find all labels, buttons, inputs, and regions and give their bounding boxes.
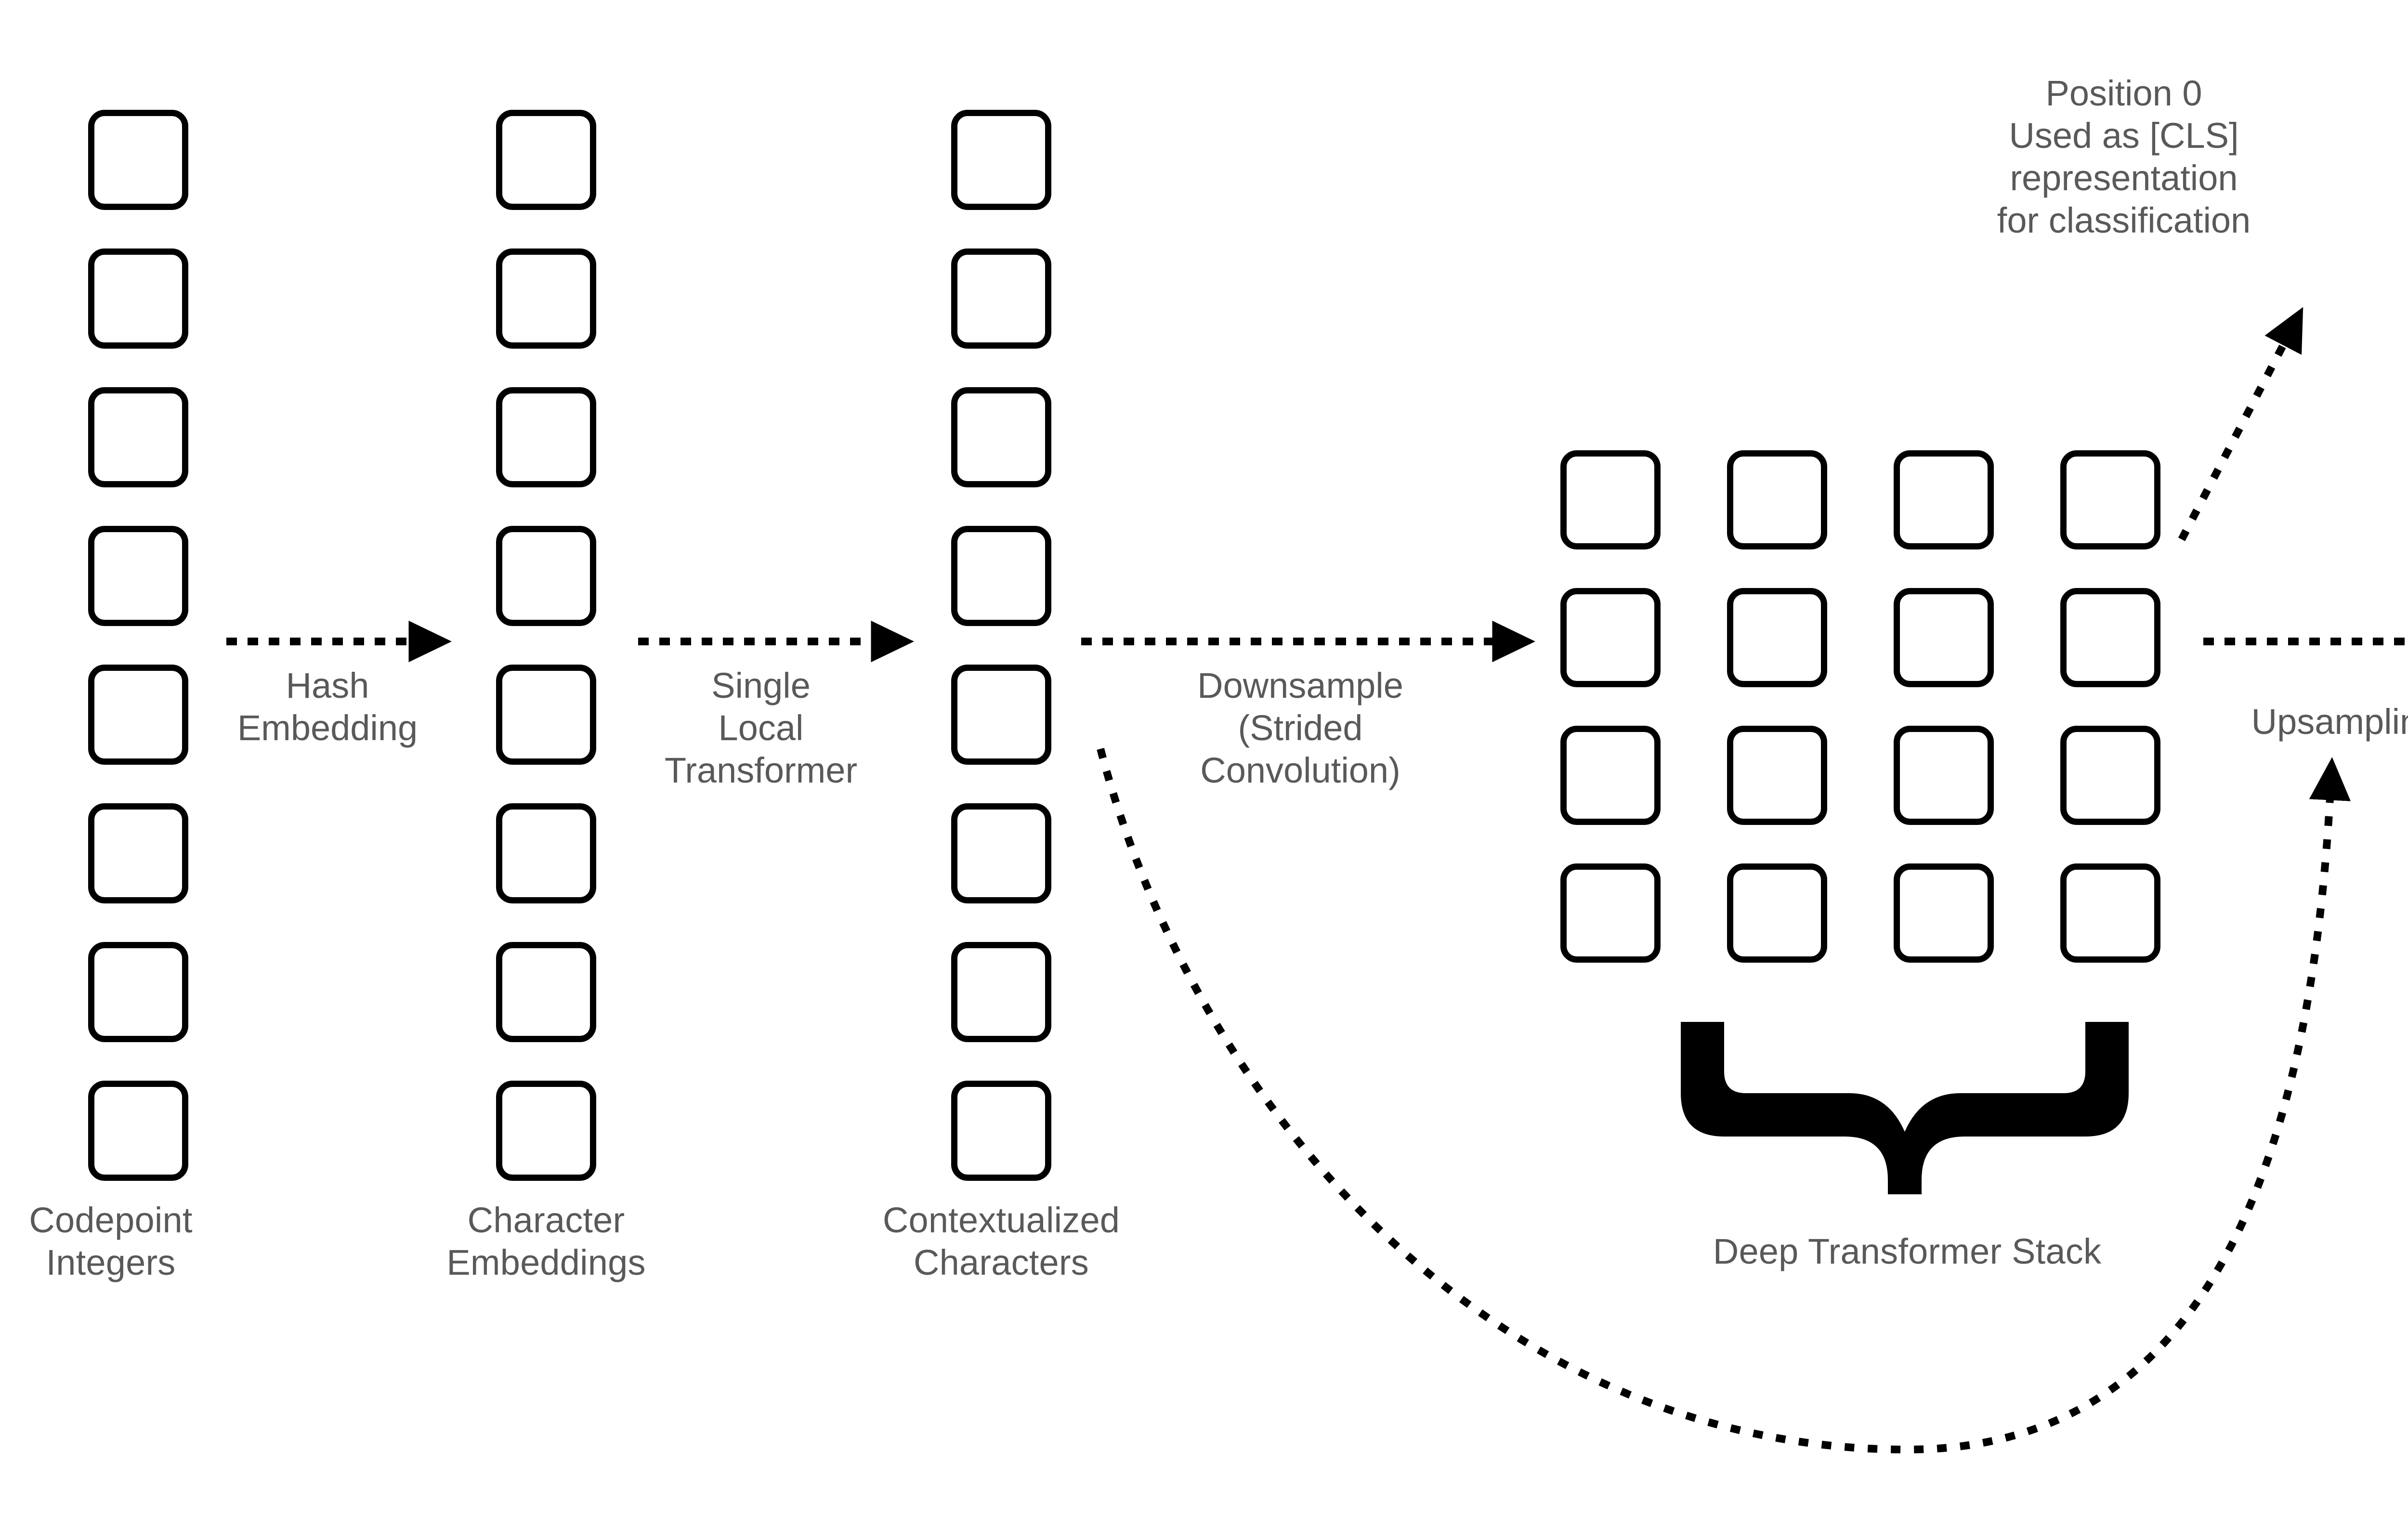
cell[interactable] [951, 942, 1051, 1042]
cell[interactable] [496, 248, 596, 349]
cell[interactable] [951, 665, 1051, 765]
grid-cell[interactable] [1894, 450, 1994, 549]
cell[interactable] [496, 526, 596, 626]
cell[interactable] [496, 387, 596, 487]
grid-cell[interactable] [1894, 588, 1994, 687]
label-cls-note: Position 0 Used as [CLS] representation … [1997, 73, 2251, 241]
cell[interactable] [88, 665, 188, 765]
label-character-embeddings: Character Embeddings [446, 1200, 646, 1283]
cell[interactable] [951, 1081, 1051, 1181]
column-contextualized-characters [951, 110, 1051, 1181]
cell[interactable] [496, 665, 596, 765]
cell[interactable] [88, 526, 188, 626]
grid-cell[interactable] [2060, 450, 2160, 549]
label-hash-embedding: Hash Embedding [237, 666, 418, 748]
column-character-embeddings [496, 110, 596, 1181]
cell[interactable] [496, 803, 596, 903]
label-deep-transformer-stack: Deep Transformer Stack [1713, 1231, 2102, 1271]
grid-cell[interactable] [1727, 588, 1827, 687]
cell[interactable] [496, 1081, 596, 1181]
cell[interactable] [88, 387, 188, 487]
grid-cell[interactable] [2060, 588, 2160, 687]
grid-cell[interactable] [1560, 863, 1661, 963]
grid-cell[interactable] [1727, 726, 1827, 825]
label-contextualized-characters: Contextualized Characters [882, 1200, 1120, 1283]
cell[interactable] [951, 526, 1051, 626]
label-codepoint-integers: Codepoint Integers [29, 1200, 193, 1283]
deep-transformer-stack-grid [1560, 450, 2160, 963]
cell[interactable] [88, 803, 188, 903]
grid-cell[interactable] [1560, 726, 1661, 825]
cell[interactable] [496, 110, 596, 210]
cell[interactable] [951, 248, 1051, 349]
cell[interactable] [951, 110, 1051, 210]
cell[interactable] [88, 248, 188, 349]
grid-cell[interactable] [1894, 863, 1994, 963]
grid-cell[interactable] [1560, 588, 1661, 687]
grid-cell[interactable] [1894, 726, 1994, 825]
grid-cell[interactable] [1727, 863, 1827, 963]
grid-cell[interactable] [2060, 726, 2160, 825]
label-single-local-transformer: Single Local Transformer [664, 666, 858, 791]
grid-cell[interactable] [1727, 450, 1827, 549]
grid-cell[interactable] [2060, 863, 2160, 963]
cell[interactable] [88, 110, 188, 210]
deep-transformer-brace [1681, 1022, 2129, 1194]
cell[interactable] [88, 942, 188, 1042]
cell[interactable] [88, 1081, 188, 1181]
cell[interactable] [496, 942, 596, 1042]
arrow-cls-pointer [2178, 307, 2303, 541]
cell[interactable] [951, 387, 1051, 487]
grid-cell[interactable] [1560, 450, 1661, 549]
label-downsample: Downsample (Strided Convolution) [1197, 666, 1403, 791]
label-upsampling: Upsampling [2251, 702, 2408, 742]
column-codepoint-integers [88, 110, 188, 1181]
cell[interactable] [951, 803, 1051, 903]
